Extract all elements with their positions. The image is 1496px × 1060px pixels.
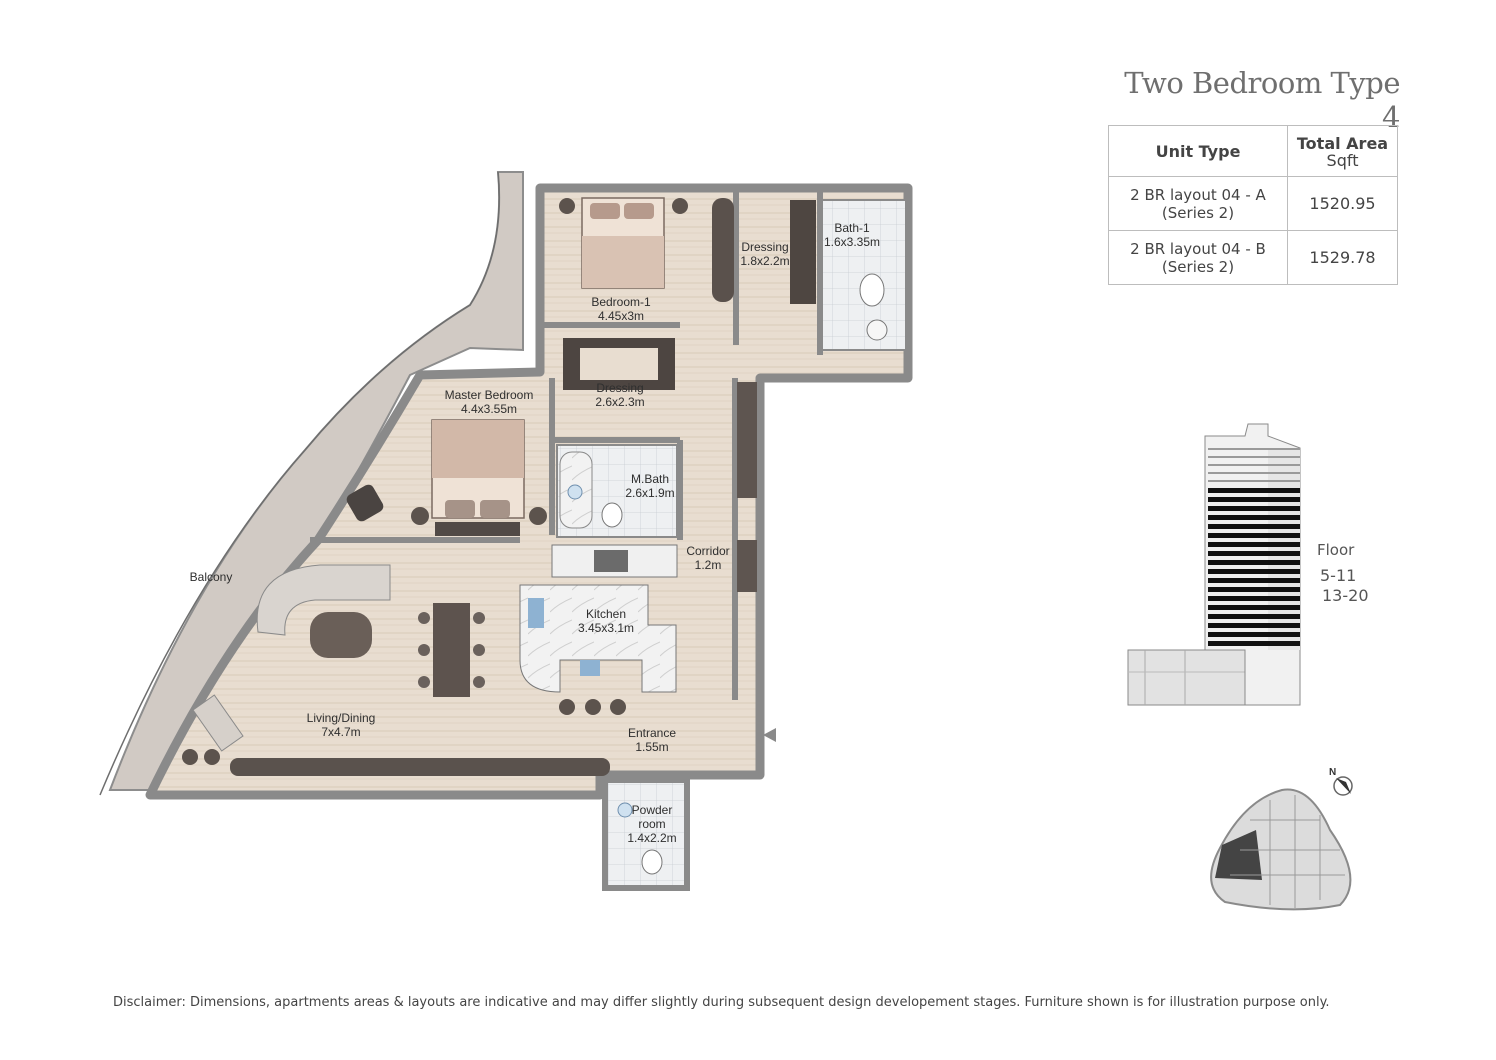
room-dim-master: 4.4x3.55m: [461, 402, 517, 416]
toilet-icon: [859, 273, 885, 307]
dining-table-icon: [433, 603, 470, 697]
header-total-area: Total Area Sqft: [1287, 125, 1398, 177]
room-label-bath1: Bath-1: [834, 221, 870, 235]
room-dim-bath1: 1.6x3.35m: [824, 235, 880, 249]
floor-line: [1208, 456, 1300, 458]
header-total-area-label: Total Area: [1296, 133, 1389, 153]
entrance-arrow-icon: [763, 728, 776, 742]
floor-range-2: 13-20: [1322, 586, 1369, 605]
table-row: 2 BR layout 04 - B (Series 2) 1529.78: [1108, 230, 1398, 285]
compass-icon: N: [1329, 767, 1353, 796]
armchair-icon: [346, 484, 384, 522]
floor-band: [1208, 596, 1300, 601]
dressing-cabinet: [712, 198, 734, 302]
floor-band: [1208, 497, 1300, 502]
floor-line: [1208, 480, 1300, 482]
room-label-dressing2: Dressing: [596, 381, 643, 395]
sink-icon: [528, 598, 544, 628]
floor-band: [1208, 524, 1300, 529]
room-label-bedroom1: Bedroom-1: [591, 295, 651, 309]
dressing-cabinet: [790, 200, 816, 304]
floor-band: [1208, 605, 1300, 610]
room-dim-dressing1: 1.8x2.2m: [740, 254, 789, 268]
floor-band: [1208, 641, 1300, 646]
disclaimer: Disclaimer: Dimensions, apartments areas…: [113, 995, 1330, 1010]
area-cell: 1529.78: [1287, 230, 1398, 285]
floor-label: Floor: [1317, 541, 1355, 559]
toilet-icon: [641, 849, 663, 875]
area-table: Unit Type Total Area Sqft 2 BR layout 04…: [1108, 125, 1398, 285]
table-row: 2 BR layout 04 - A (Series 2) 1520.95: [1108, 176, 1398, 231]
basin-icon: [567, 484, 583, 500]
sofa-icon: [256, 564, 391, 636]
floor-band: [1208, 542, 1300, 547]
lounge-chair-icon: [192, 694, 244, 752]
floor-line: [1208, 448, 1300, 450]
floor-range: 5-11 13-20: [1320, 566, 1369, 606]
layout-name: 2 BR layout 04 - A: [1130, 185, 1266, 204]
room-label-dressing1: Dressing: [741, 240, 788, 254]
room-dim-living: 7x4.7m: [321, 725, 360, 739]
interior-walls: [310, 190, 823, 778]
floor-band: [1208, 569, 1300, 574]
room-dim-kitchen: 3.45x3.1m: [578, 621, 634, 635]
room-label-entrance: Entrance: [628, 726, 676, 740]
floor-band: [1208, 488, 1300, 493]
floor-band: [1208, 623, 1300, 628]
compass-n-label: N: [1329, 767, 1336, 778]
floor-range-1: 5-11: [1320, 566, 1357, 585]
room-label-master: Master Bedroom: [445, 388, 534, 402]
room-label-corridor: Corridor: [686, 544, 729, 558]
unit-type-cell: 2 BR layout 04 - B (Series 2): [1108, 230, 1288, 285]
layout-series: (Series 2): [1161, 257, 1235, 276]
bath1-tiles: [821, 199, 907, 351]
highlighted-floor-bands: [1208, 448, 1300, 646]
floor-band: [1208, 506, 1300, 511]
sink-icon: [866, 319, 888, 341]
key-plan: [1210, 788, 1352, 911]
room-dim-corridor: 1.2m: [695, 558, 722, 572]
coffee-table-icon: [310, 612, 372, 658]
room-label-powder-2: room: [638, 817, 665, 831]
floor-line: [1208, 464, 1300, 466]
floor-line: [1208, 472, 1300, 474]
corridor-cabinet: [737, 540, 757, 592]
table-header-row: Unit Type Total Area Sqft: [1108, 125, 1398, 177]
kitchen-island: [519, 584, 677, 693]
tv-unit: [230, 758, 610, 776]
header-total-area-unit: Sqft: [1326, 150, 1359, 170]
floor-band: [1208, 587, 1300, 592]
floor-band: [1208, 515, 1300, 520]
room-label-powder: Powder: [632, 803, 673, 817]
floor-band: [1208, 632, 1300, 637]
layout-series: (Series 2): [1161, 203, 1235, 222]
room-dim-dressing2: 2.6x2.3m: [595, 395, 644, 409]
corridor-cabinet: [737, 382, 757, 498]
floor-band: [1208, 533, 1300, 538]
room-dim-entrance: 1.55m: [635, 740, 668, 754]
room-label-balcony: Balcony: [190, 570, 233, 584]
room-dim-bedroom1: 4.45x3m: [598, 309, 644, 323]
floor-band: [1208, 578, 1300, 583]
cooktop-icon: [594, 550, 628, 572]
basin-icon: [617, 802, 633, 818]
area-cell: 1520.95: [1287, 176, 1398, 231]
room-label-living: Living/Dining: [307, 711, 376, 725]
toilet-icon: [601, 502, 623, 528]
floor-band: [1208, 614, 1300, 619]
room-label-kitchen: Kitchen: [586, 607, 626, 621]
room-dim-mbath: 2.6x1.9m: [625, 486, 674, 500]
unit-type-cell: 2 BR layout 04 - A (Series 2): [1108, 176, 1288, 231]
room-dim-powder: 1.4x2.2m: [627, 831, 676, 845]
dining-chairs: [418, 612, 485, 688]
layout-name: 2 BR layout 04 - B: [1130, 239, 1266, 258]
floor-band: [1208, 560, 1300, 565]
floor-band: [1208, 551, 1300, 556]
room-label-mbath: M.Bath: [631, 472, 669, 486]
